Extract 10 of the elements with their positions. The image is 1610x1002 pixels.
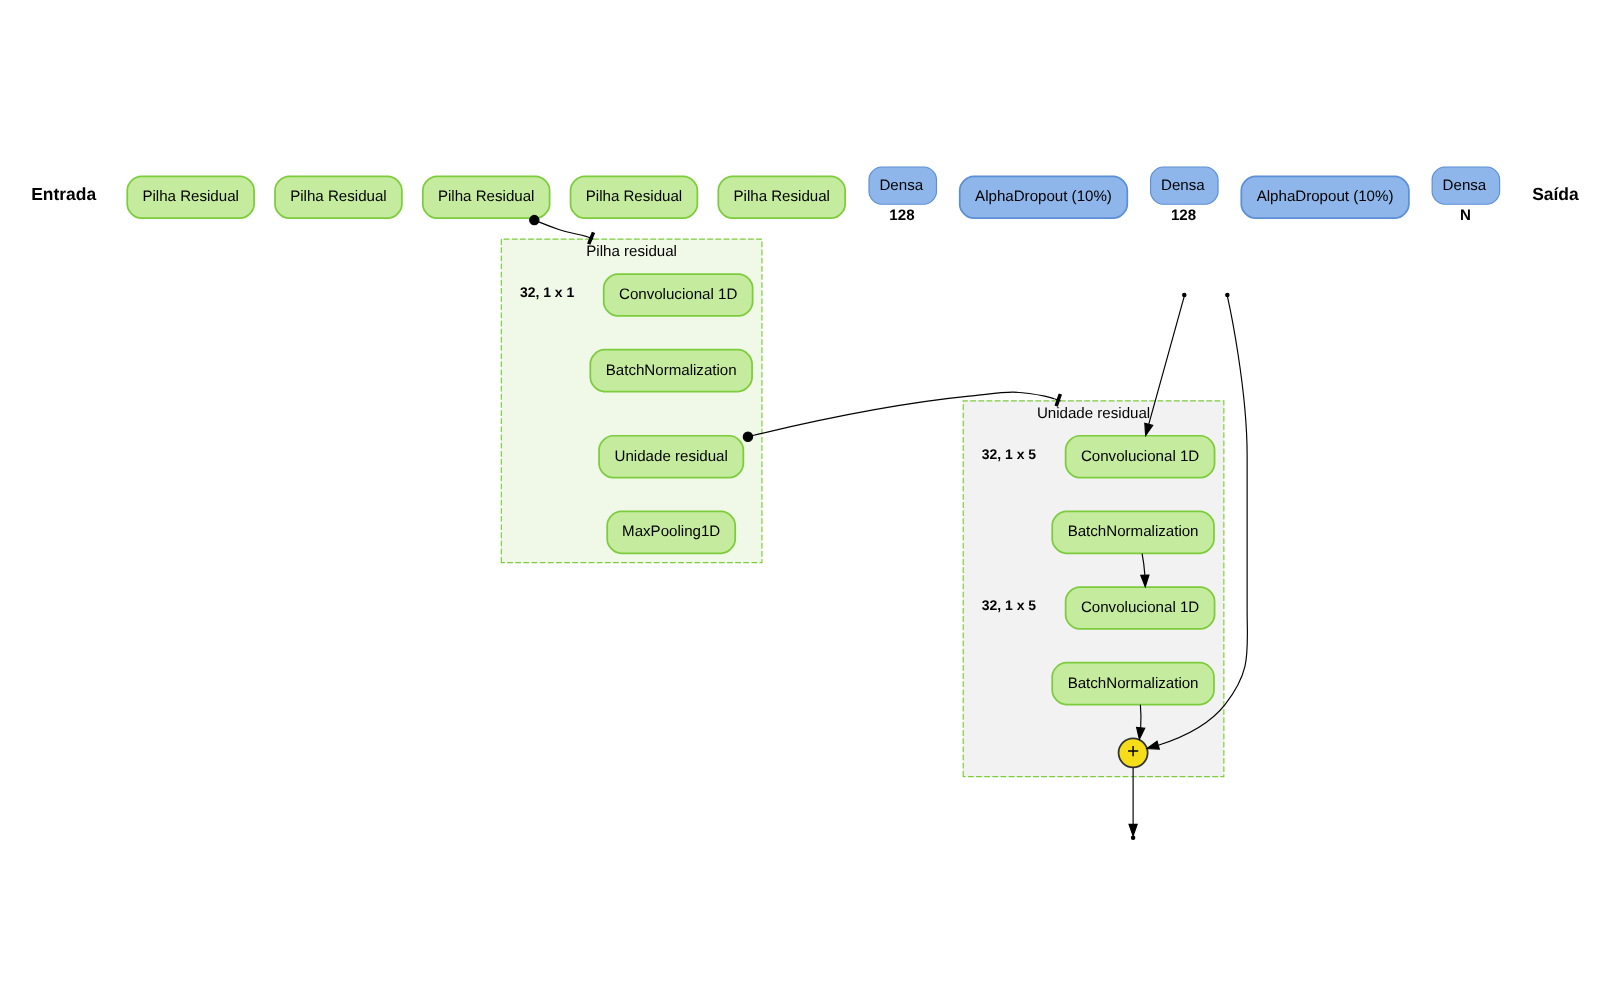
arrow <box>1144 295 1185 437</box>
arrow <box>1135 703 1146 741</box>
arrow <box>1139 551 1150 588</box>
label: Entrada <box>31 183 97 204</box>
arrow <box>1145 295 1248 749</box>
node-circle: + <box>1117 736 1149 768</box>
arrow <box>1128 766 1138 837</box>
label: Saída <box>1532 183 1579 204</box>
connector <box>742 390 1062 441</box>
connector <box>529 213 596 244</box>
